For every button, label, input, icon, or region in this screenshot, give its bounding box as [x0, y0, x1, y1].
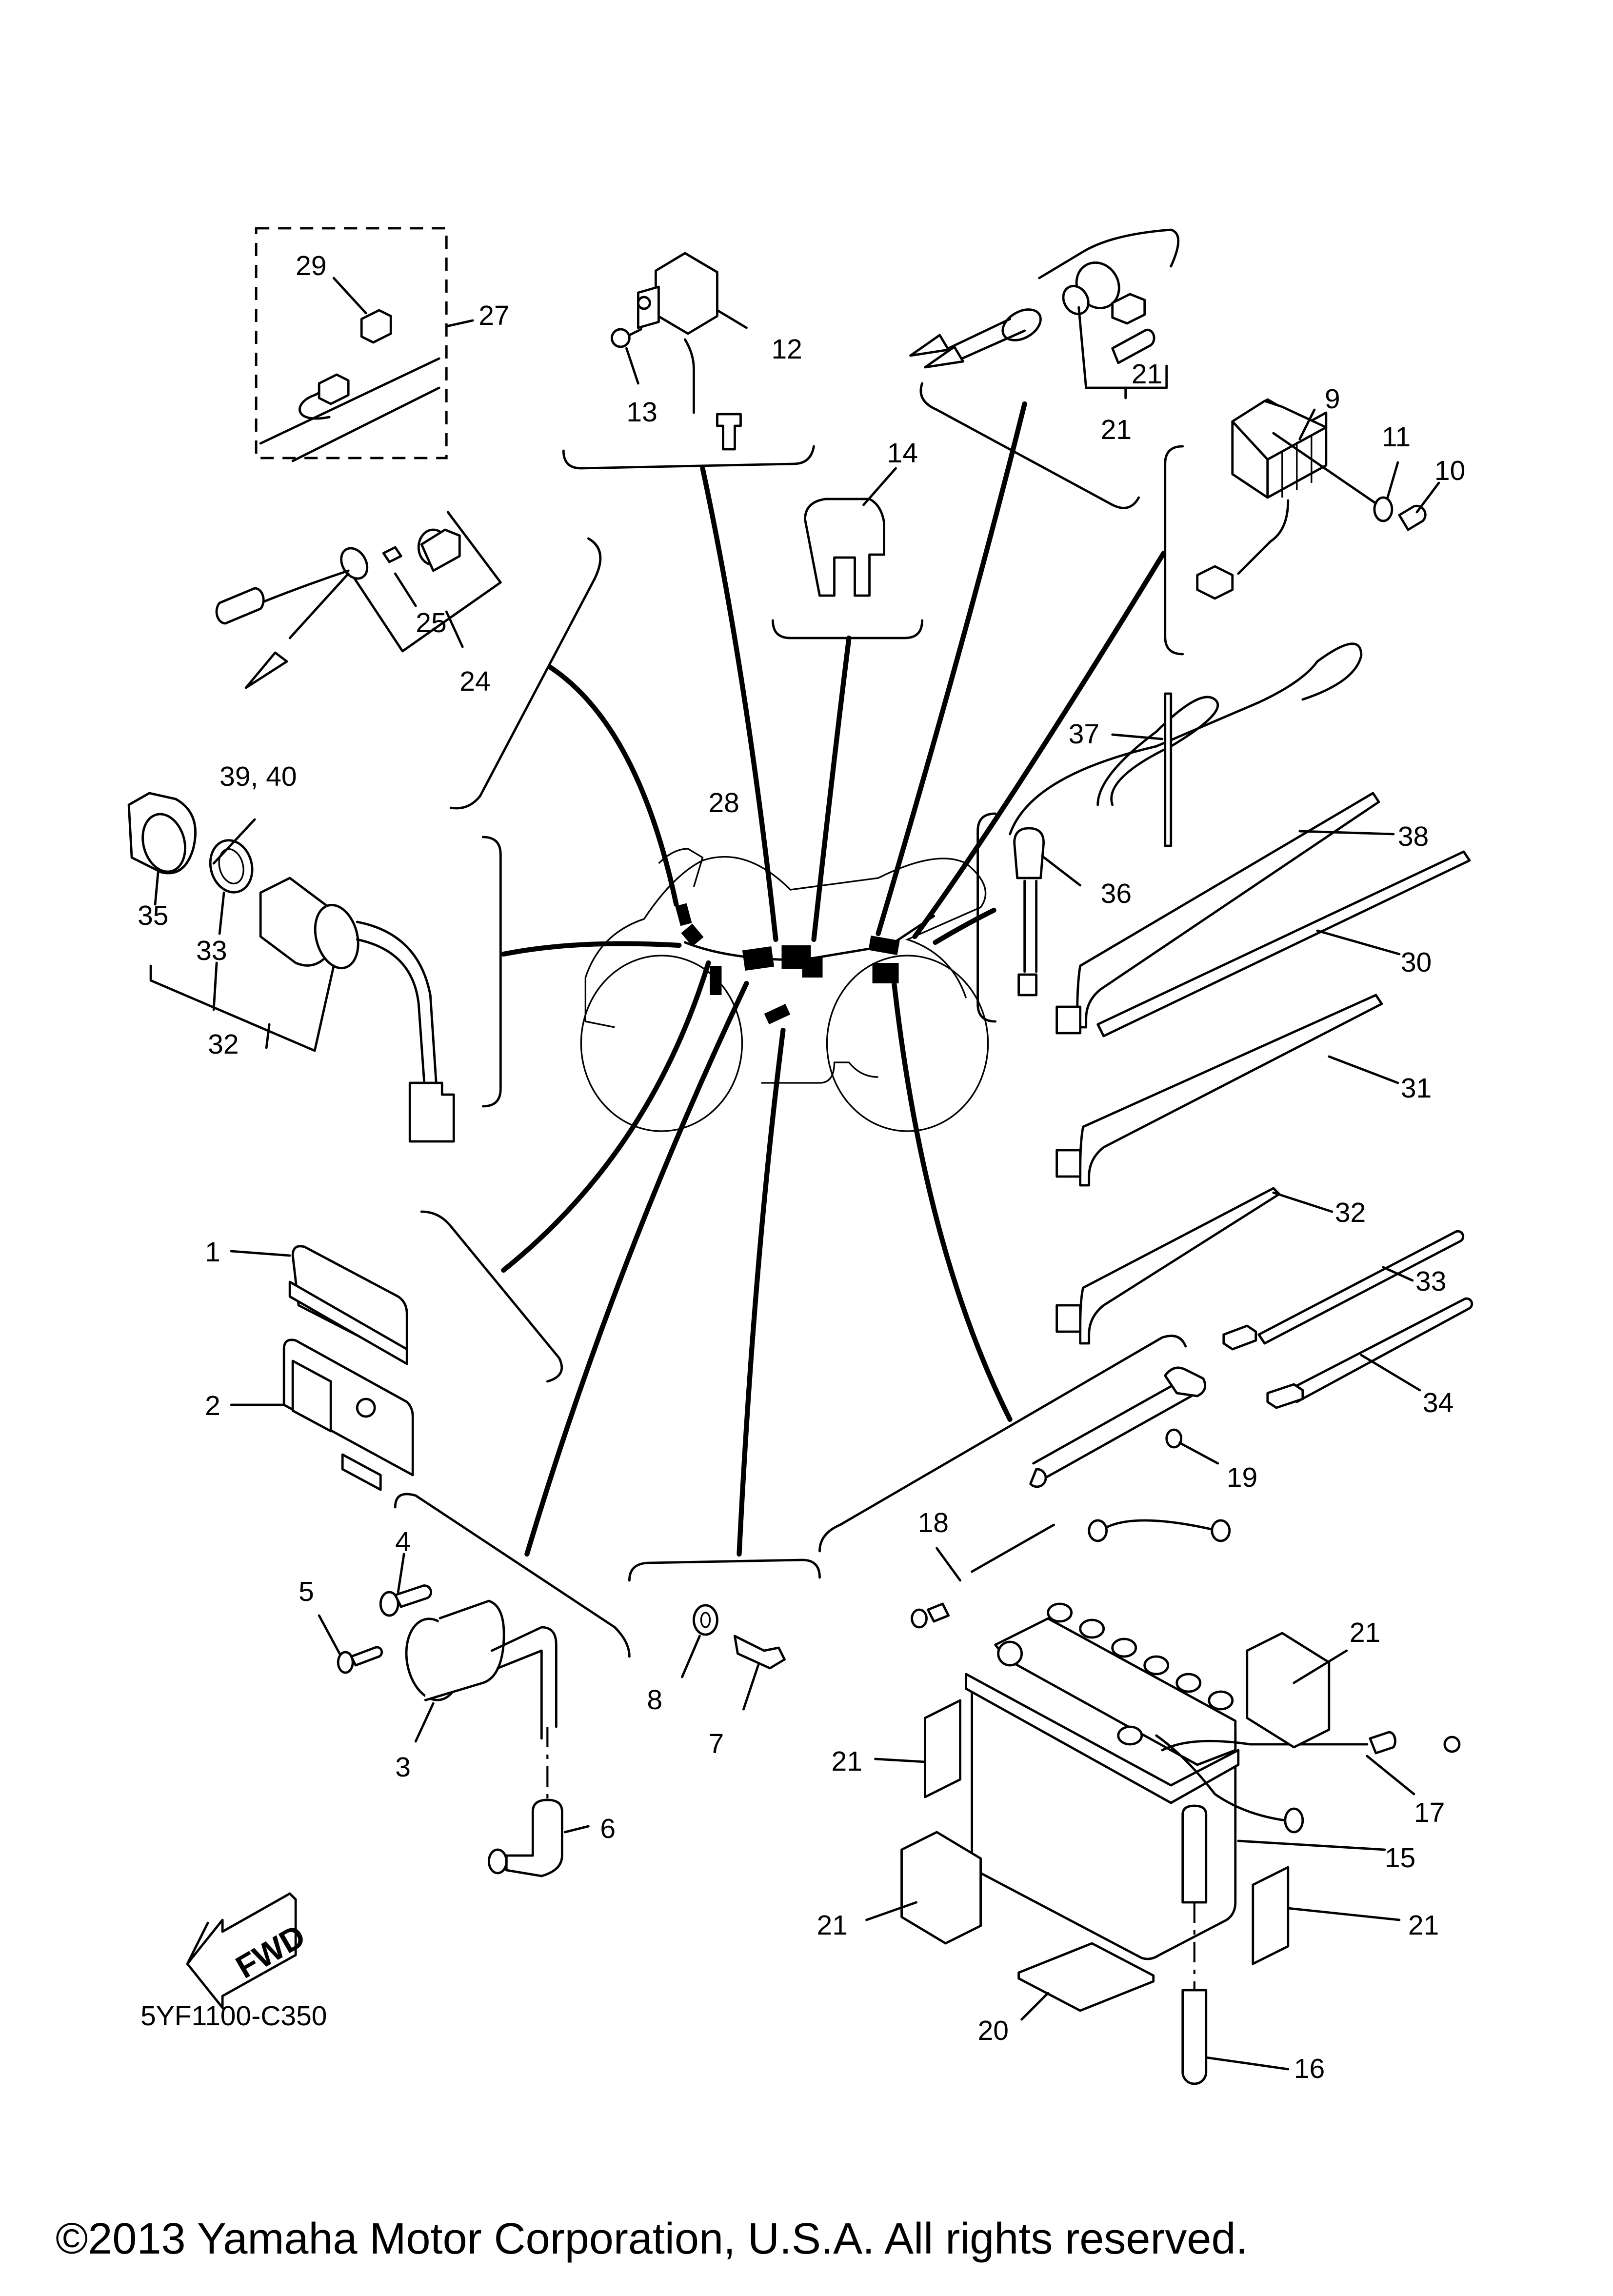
callout-20: 20 — [978, 2015, 1009, 2046]
callout-37: 37 — [1069, 719, 1099, 750]
callout-7: 7 — [708, 1728, 724, 1759]
battery-band-and-leads-group — [818, 1335, 1231, 1629]
callout-4: 4 — [395, 1526, 411, 1557]
callout-18: 18 — [918, 1507, 949, 1538]
diagram-code: 5YF1100-C350 — [140, 2000, 327, 2032]
ignition-coil-group — [318, 1493, 631, 1877]
callout-23: 21 — [1132, 359, 1162, 390]
callout-9: 9 — [1325, 383, 1340, 415]
callout-24: 24 — [459, 666, 490, 697]
callout-25: 25 — [416, 607, 446, 639]
copyright-notice: ©2013 Yamaha Motor Corporation, U.S.A. A… — [56, 2215, 1248, 2263]
callout-17: 17 — [1414, 1797, 1445, 1828]
callout-12: 12 — [771, 334, 802, 365]
callout-34: 35 — [138, 900, 168, 931]
callout-30: 32 — [1335, 1197, 1366, 1228]
callout-21-bottom-right: 21 — [1408, 1910, 1439, 1941]
callout-8: 8 — [647, 1684, 662, 1716]
callout-10: 10 — [1434, 455, 1465, 486]
callout-13: 13 — [626, 397, 657, 428]
callout-11: 11 — [1382, 421, 1411, 453]
callout-21-left: 21 — [832, 1746, 862, 1777]
callout-33: 33 — [196, 935, 227, 966]
forward-direction-icon: FWD — [186, 1892, 311, 2009]
fuse-holder-group — [909, 228, 1180, 509]
callout-21-top-right: 21 — [1350, 1617, 1380, 1648]
inset-box-wire-harness-detail — [255, 227, 474, 462]
rectifier-regulator-group — [1164, 398, 1440, 656]
callout-27: 29 — [296, 250, 326, 281]
callout-14: 14 — [887, 438, 918, 469]
battery-group — [865, 1602, 1461, 2085]
cable-ties-and-lead-group — [976, 642, 1474, 1409]
atv-silhouette — [580, 825, 989, 1132]
callout-21-bottom-left: 21 — [817, 1910, 848, 1941]
main-switch-group — [127, 792, 502, 1143]
callout-39-40: 39, 40 — [219, 761, 297, 792]
callout-1: 1 — [205, 1237, 220, 1268]
starter-relay-group — [562, 252, 815, 470]
callout-2: 2 — [205, 1390, 220, 1421]
callout-22: 21 — [1101, 414, 1132, 445]
callout-5: 5 — [299, 1576, 314, 1607]
callout-28: 30 — [1401, 947, 1432, 978]
callout-15: 15 — [1385, 1842, 1415, 1874]
callout-36: 36 — [1101, 878, 1132, 909]
coupler-cover-group — [772, 467, 923, 639]
ignitor-unit-group — [230, 1210, 563, 1491]
leader-wires — [501, 401, 1166, 1557]
callout-38: 38 — [1398, 821, 1429, 852]
neutral-switch-group — [628, 1558, 821, 1711]
sensor-lead-group — [215, 511, 602, 810]
callout-35: 34 — [1423, 1387, 1454, 1418]
callout-3: 3 — [395, 1752, 411, 1783]
callout-32: 32 — [208, 1029, 239, 1060]
callout-29: 31 — [1401, 1073, 1432, 1104]
callout-19: 19 — [1227, 1462, 1257, 1493]
callout-6: 6 — [600, 1813, 616, 1844]
callout-16: 16 — [1294, 2053, 1325, 2084]
callout-31: 33 — [1415, 1266, 1446, 1297]
callout-26-top: 27 — [478, 300, 509, 331]
callout-26-center: 28 — [708, 787, 739, 819]
